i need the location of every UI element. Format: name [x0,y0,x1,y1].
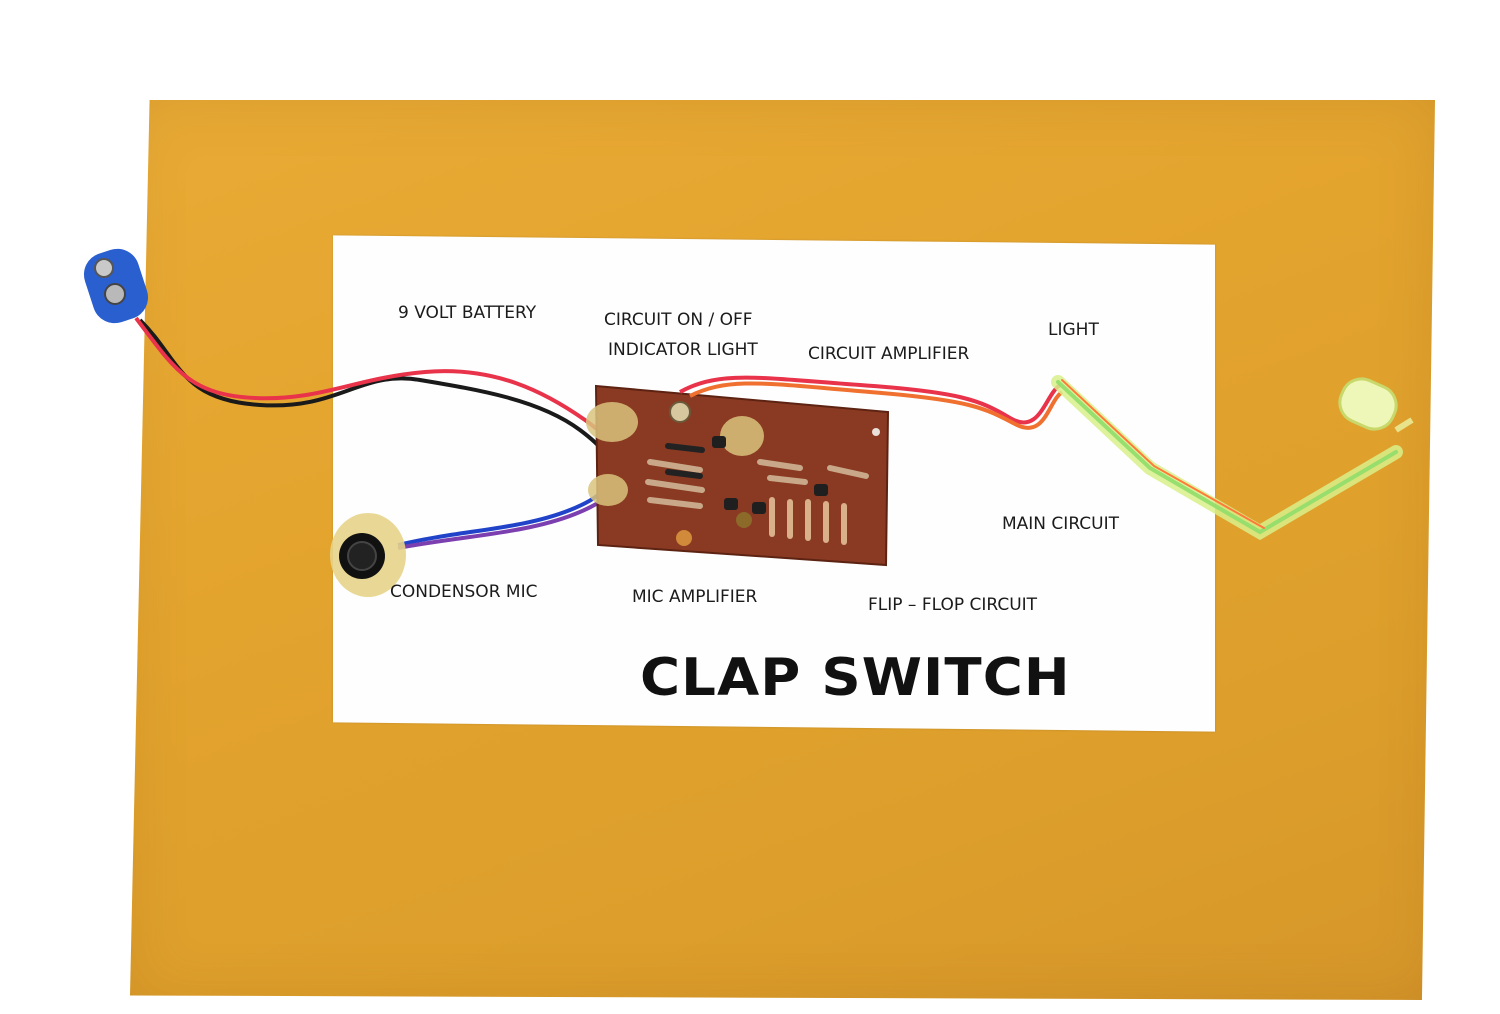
label-main-circuit: MAIN CIRCUIT [1002,514,1119,534]
label-light: LIGHT [1048,320,1099,340]
title-clap-switch: CLAP SWITCH [640,648,1071,708]
label-battery: 9 VOLT BATTERY [398,303,537,323]
label-condensor-mic: CONDENSOR MIC [390,582,538,602]
pcb-board [586,384,890,567]
battery-snap-connector [83,248,149,324]
label-circuit-amplifier: CIRCUIT AMPLIFIER [808,344,970,364]
battery-wires [134,316,613,471]
label-mic-amplifier: MIC AMPLIFIER [632,587,758,607]
condenser-mic [330,513,406,597]
led-tubing [1051,375,1403,541]
label-indicator-line2: INDICATOR LIGHT [608,340,758,360]
mic-wires [397,469,612,550]
label-indicator-line1: CIRCUIT ON / OFF [604,310,753,330]
led-light [1338,377,1414,433]
led-wires [679,375,1064,430]
label-flip-flop: FLIP – FLOP CIRCUIT [868,595,1038,615]
